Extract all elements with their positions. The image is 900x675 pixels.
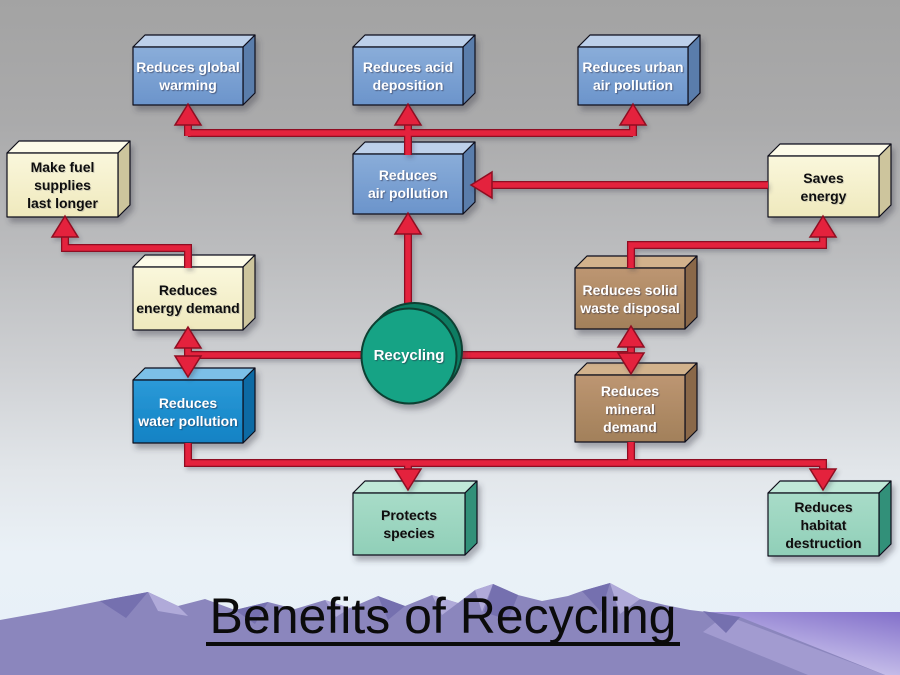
mountain-shadow-facets xyxy=(100,583,740,633)
mountain-light-facets xyxy=(148,583,640,617)
node-reduces-mineral-demand-box xyxy=(574,362,698,443)
recycling-cylinder xyxy=(360,302,463,405)
node-reduces-urban-air-pollution-box xyxy=(577,34,701,106)
node-reduces-water-pollution-box xyxy=(132,367,256,444)
slide-title: Benefits of Recycling xyxy=(0,591,886,646)
node-reduces-energy-demand-box xyxy=(132,254,256,331)
node-saves-energy-box xyxy=(767,143,892,218)
node-make-fuel-supplies-last-longer-box xyxy=(6,140,131,218)
node-reduces-habitat-destruction-box xyxy=(767,480,892,557)
mountain-sunlit-slope xyxy=(703,615,885,675)
nodes-layer xyxy=(6,34,892,557)
node-protects-species-box xyxy=(352,480,478,556)
node-reduces-acid-deposition-box xyxy=(352,34,476,106)
arrow-heads xyxy=(50,102,838,492)
node-reduces-solid-waste-disposal-box xyxy=(574,255,698,330)
node-reduces-global-warming-box xyxy=(132,34,256,106)
mountain-silhouette xyxy=(0,583,885,675)
mountains xyxy=(0,583,900,675)
node-reduces-air-pollution-box xyxy=(352,141,476,215)
